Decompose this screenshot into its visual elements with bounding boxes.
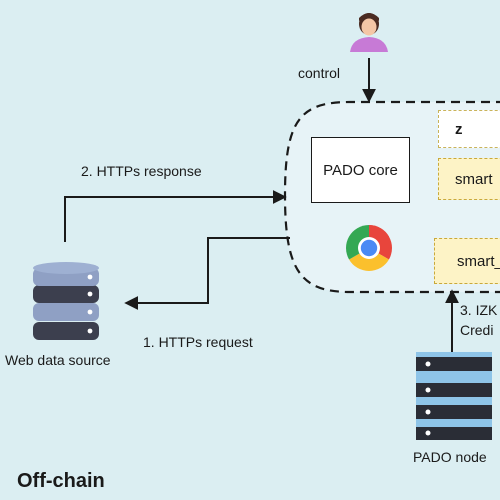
server-rack-icon (416, 352, 492, 440)
smart-contract-box-1: smart (438, 158, 500, 200)
zk-component-label: z (455, 120, 463, 138)
https-request-arrow (124, 237, 290, 310)
chrome-browser-icon (345, 225, 393, 272)
smart-contract-label-1: smart (455, 170, 493, 188)
web-data-source-label: Web data source (5, 352, 111, 368)
https-request-label: 1. HTTPs request (143, 334, 253, 350)
user-icon (350, 13, 388, 52)
izk-label-line1: 3. IZK (460, 302, 498, 318)
pado-core-box: PADO core (311, 137, 410, 203)
izk-label-line2: Credi (460, 322, 494, 338)
https-response-label: 2. HTTPs response (81, 163, 202, 179)
off-chain-region-title: Off-chain (17, 470, 105, 492)
database-server-icon (33, 262, 99, 340)
smart-contract-box-2: smart_ (434, 238, 500, 284)
control-label: control (298, 65, 341, 81)
pado-core-label: PADO core (323, 161, 398, 179)
https-response-arrow (64, 190, 287, 242)
zk-component-box: z (438, 110, 500, 148)
smart-contract-label-2: smart_ (457, 252, 500, 270)
pado-node-label: PADO node (413, 449, 487, 465)
